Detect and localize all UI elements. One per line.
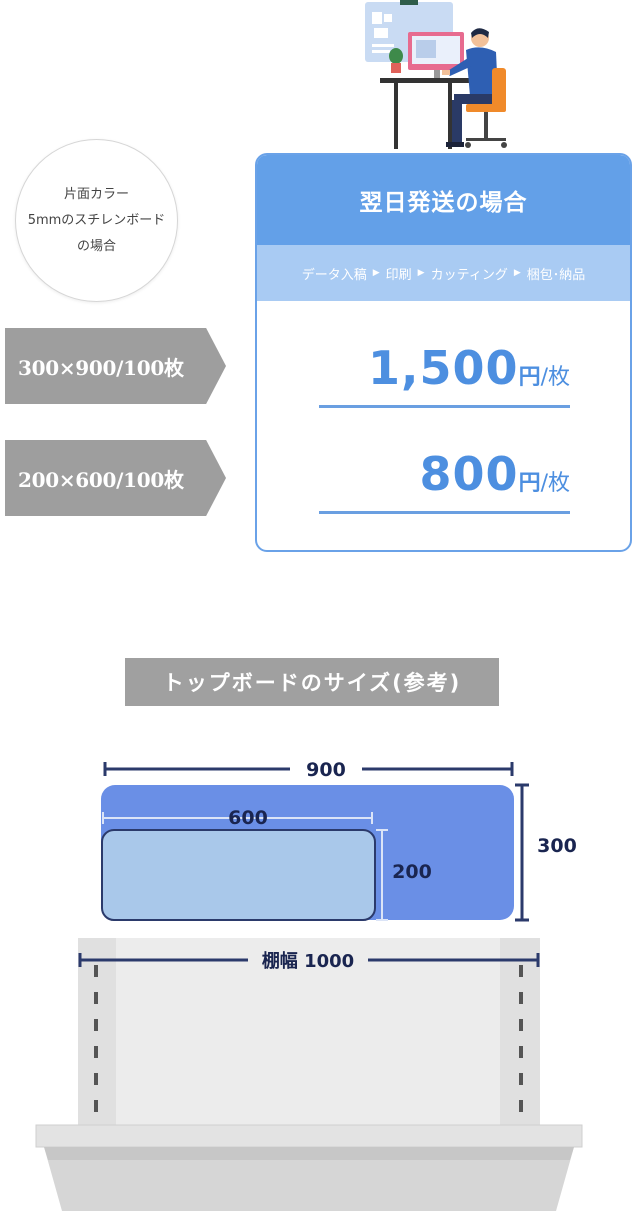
step-data-submit: データ入稿 — [301, 267, 367, 283]
size-label-text: 300×900/100枚 — [18, 355, 184, 380]
badge-line-2: 5mmのスチレンボード — [27, 212, 166, 228]
badge-line-1: 片面カラー — [63, 186, 129, 202]
step-pack-deliver: 梱包･納品 — [526, 267, 586, 283]
top-board-size-diagram: 900 300 600 200 棚幅 1000 — [35, 758, 583, 1211]
label-200: 200 — [392, 861, 432, 883]
step-print: 印刷 — [385, 267, 412, 283]
price-amount: 1,500 — [368, 341, 519, 395]
play-arrow-icon: ▶ — [417, 268, 425, 278]
material-badge: 片面カラー 5mmのスチレンボード の場合 — [15, 139, 178, 302]
play-arrow-icon: ▶ — [513, 268, 521, 278]
badge-line-3: の場合 — [76, 238, 116, 254]
price-amount: 800 — [419, 447, 519, 501]
label-300: 300 — [537, 835, 577, 857]
price-unit: 円 — [518, 365, 541, 390]
size-label-300x900: 300×900/100枚 — [5, 328, 226, 404]
size-label-200x600: 200×600/100枚 — [5, 440, 226, 516]
price-per: /枚 — [540, 471, 570, 496]
step-cutting: カッティング — [430, 267, 508, 283]
price-unit: 円 — [518, 471, 541, 496]
person-at-desk-illustration — [365, 0, 507, 149]
label-600: 600 — [228, 807, 268, 829]
label-900: 900 — [306, 759, 346, 781]
top-board-size-title: トップボードのサイズ(参考) — [125, 658, 499, 706]
play-arrow-icon: ▶ — [372, 268, 380, 278]
price-per: /枚 — [540, 365, 570, 390]
card-title: 翌日発送の場合 — [257, 155, 630, 245]
next-day-pricing-card: 翌日発送の場合 データ入稿 ▶ 印刷 ▶ カッティング ▶ 梱包･納品 1,50… — [255, 153, 632, 552]
price-200x600: 800円/枚 — [319, 447, 570, 514]
inner-board — [101, 829, 376, 921]
process-steps: データ入稿 ▶ 印刷 ▶ カッティング ▶ 梱包･納品 — [257, 245, 630, 301]
size-label-text: 200×600/100枚 — [18, 467, 184, 492]
price-300x900: 1,500円/枚 — [319, 341, 570, 408]
label-shelf-width: 棚幅 1000 — [262, 950, 354, 972]
